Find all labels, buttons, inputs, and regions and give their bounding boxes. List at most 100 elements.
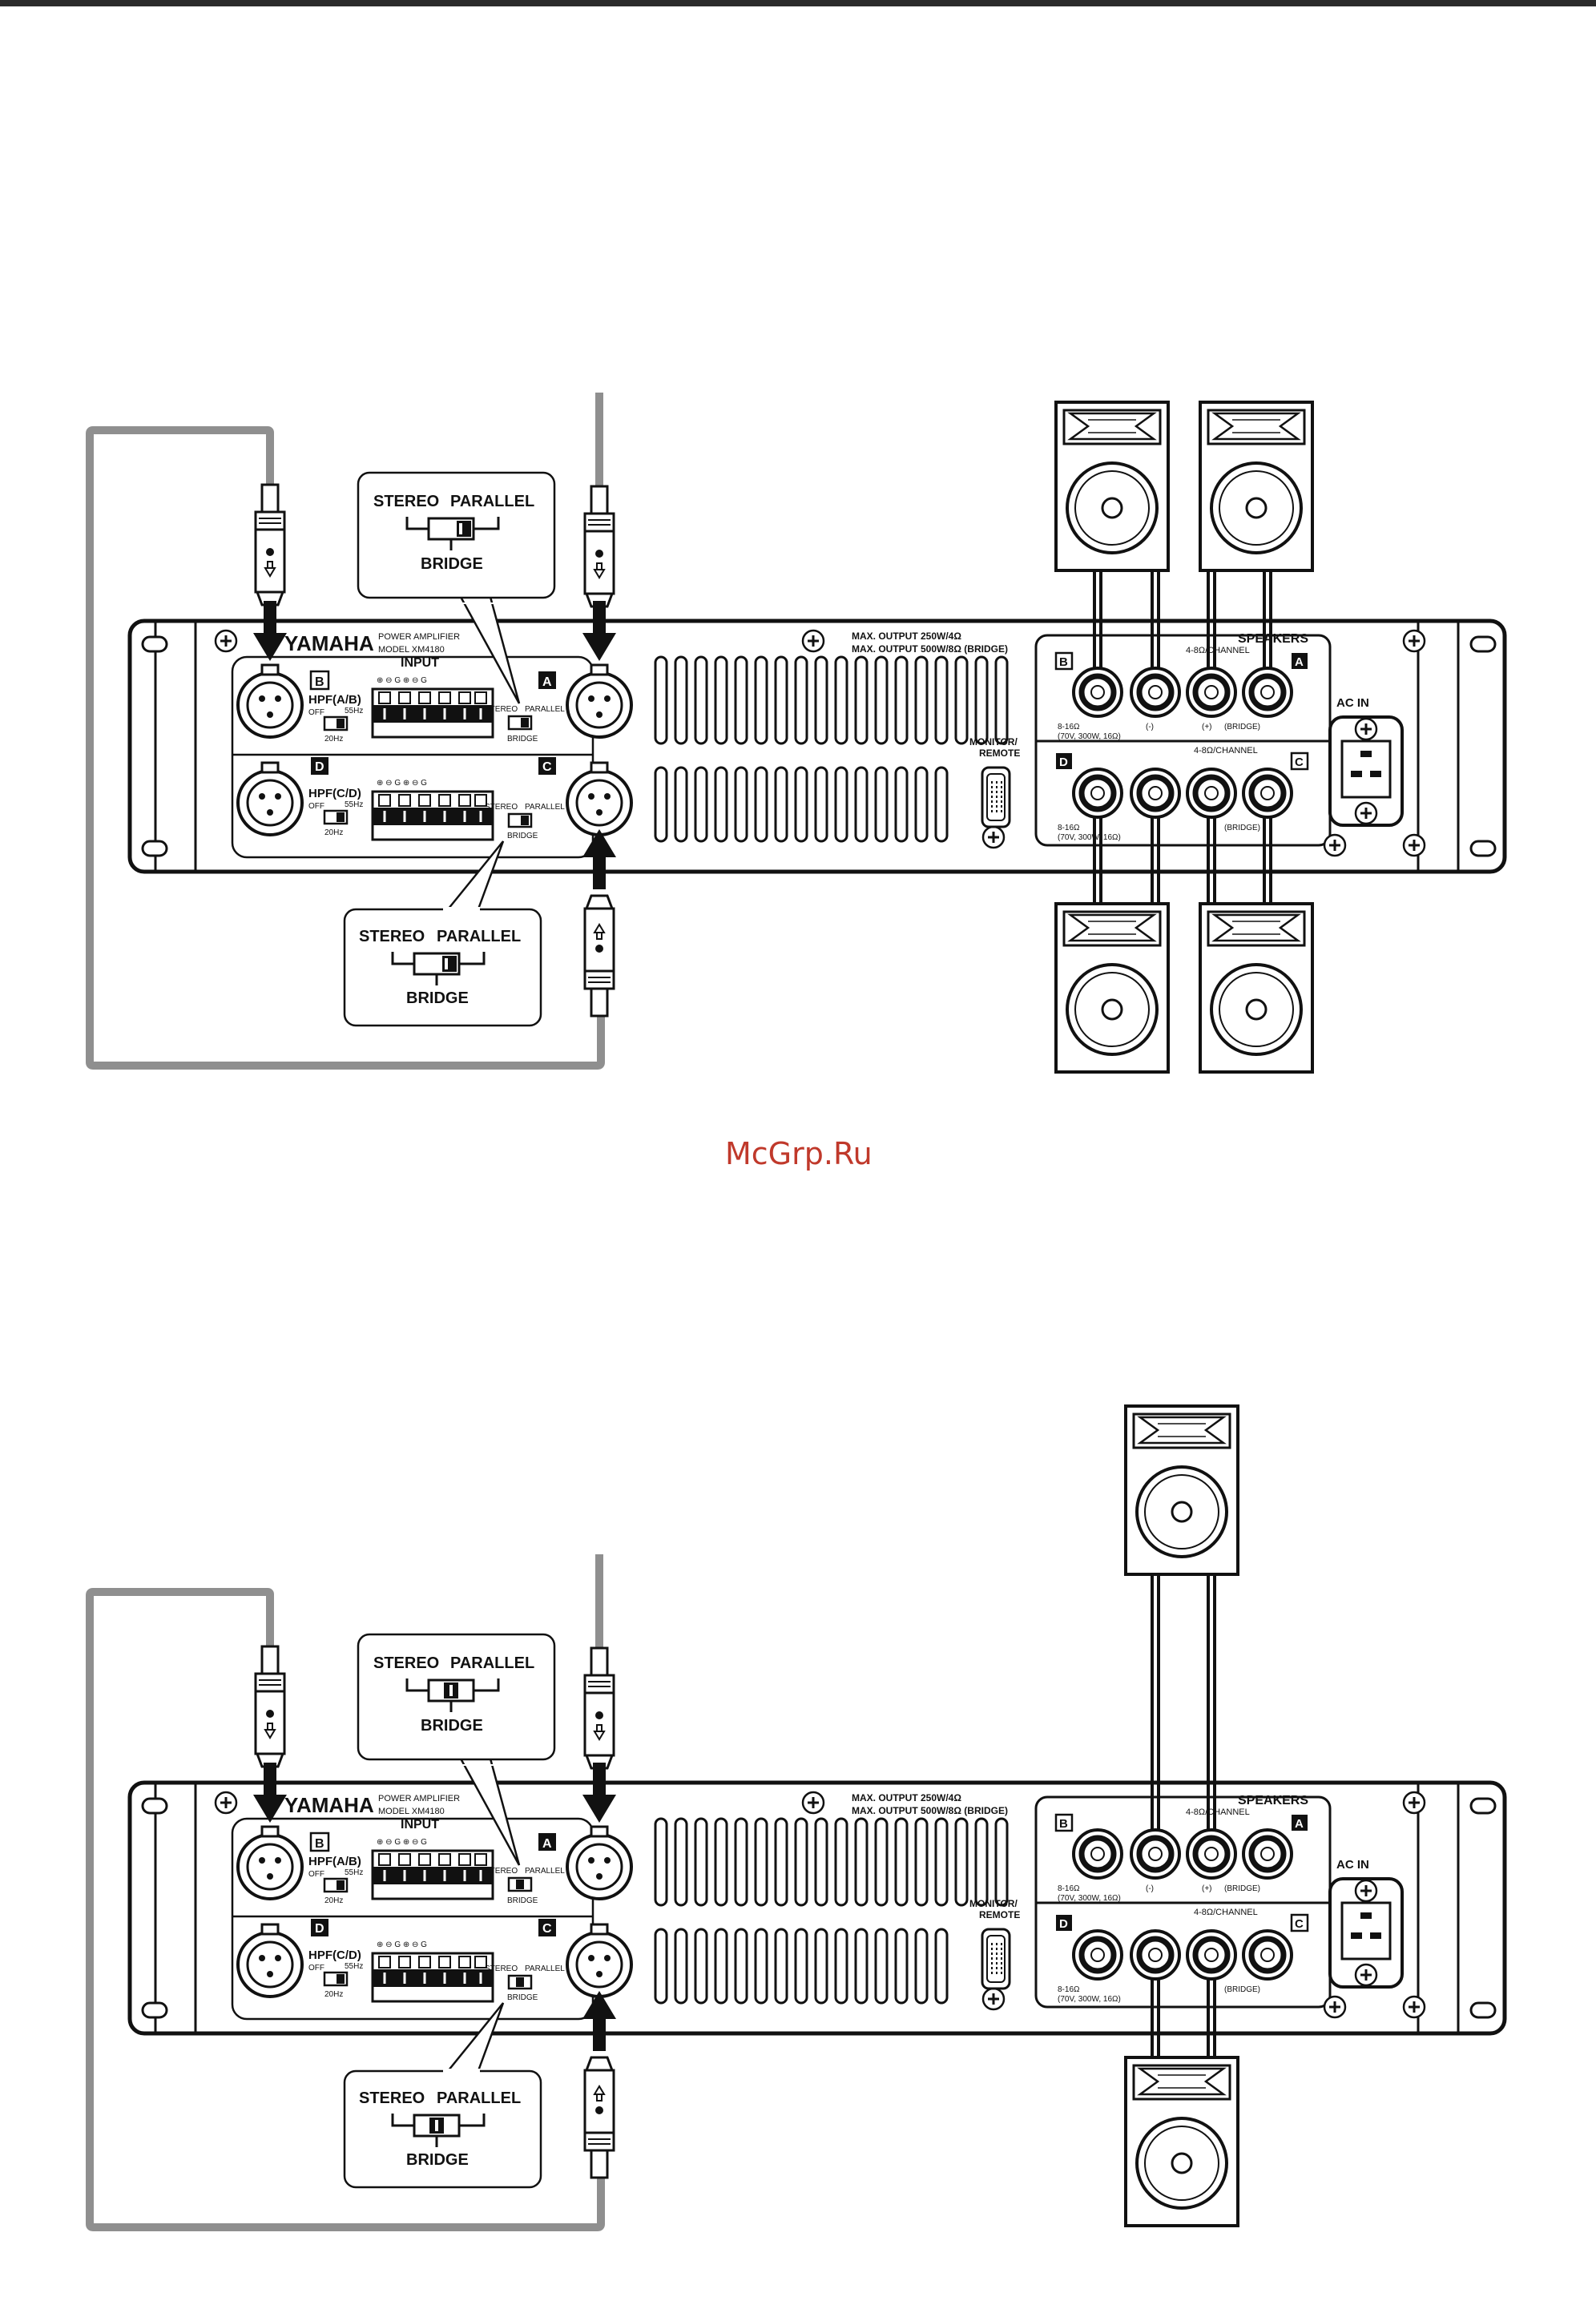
brand-logo-2: YAMAHA [284,1793,374,1817]
speakon-jack-d1-2[interactable] [1074,1931,1122,1979]
max-output-line2-2: MAX. OUTPUT 500W/8Ω (BRIDGE) [852,1805,1008,1816]
spk-channel-d-label-2: D [1059,1917,1068,1931]
speaker-cabinet-4 [1199,902,1314,1074]
spk-bridge-bottom: (BRIDGE) [1224,824,1260,832]
hpf-cd-switch[interactable] [323,809,349,825]
mode-parallel-bottom: PARALLEL [525,803,565,812]
speakon-jack-c2[interactable] [1243,769,1292,817]
hpf-cd-off: OFF [308,802,324,811]
callout-bottom-parallel: PARALLEL [437,928,521,945]
terminal-pins-bottom: ⊕ ⊖ G ⊕ ⊖ G [377,779,427,788]
speakon-jack-a2-2[interactable] [1243,1830,1292,1878]
hpf-cd-20: 20Hz [324,828,343,837]
speaker-cabinet-6 [1124,2056,1239,2227]
spk-channel-b-label: B [1059,655,1068,669]
hpf-cd-20-2: 20Hz [324,1990,343,1999]
hpf-ab-55: 55Hz [345,707,363,715]
callout-top-switch [427,517,475,541]
xlr-plug-a [583,485,615,608]
spk-bridge-top-2: (BRIDGE) [1224,1884,1260,1893]
arrow-into-a [582,601,616,661]
speakon-jack-d2[interactable] [1131,769,1179,817]
mode-bridge-bottom-2: BRIDGE [507,1993,538,2002]
monitor-remote-label2-2: REMOTE [979,1909,1020,1920]
callout-top-switch-2 [427,1678,475,1703]
speakon-jack-c1-2[interactable] [1187,1931,1235,1979]
terminal-block-cd[interactable] [371,790,494,841]
hpf-ab-55-2: 55Hz [345,1868,363,1877]
channel-c-box [538,757,556,775]
hpf-ab-switch[interactable] [323,715,349,731]
ac-inlet-2[interactable] [1328,1877,1404,1989]
hpf-cd-switch-2[interactable] [323,1971,349,1987]
mode-stereo-bottom-2: STEREO [485,1965,518,1973]
mode-switch-ab-2[interactable] [507,1876,533,1892]
model-line1-2: POWER AMPLIFIER [378,1794,460,1803]
speakon-jack-c2-2[interactable] [1243,1931,1292,1979]
ac-inlet[interactable] [1328,715,1404,827]
terminal-block-cd-2[interactable] [371,1952,494,2003]
spk-minus-top: (-) [1146,723,1154,731]
ac-in-label-2: AC IN [1336,1858,1369,1872]
spk-minus-top-2: (-) [1146,1884,1154,1893]
hpf-ab-label-2: HPF(A/B) [308,1855,361,1868]
monitor-remote-port-2[interactable] [981,1928,1011,1990]
speaker-cables-bridge [1151,1566,1216,2057]
speakon-jack-a2[interactable] [1243,668,1292,716]
spk-plus-top: (+) [1202,723,1212,731]
model-line1: POWER AMPLIFIER [378,632,460,642]
channel-b-label-2: B [315,1837,324,1851]
arrow-into-a-2 [582,1763,616,1823]
spk-note-top1: 8-16Ω [1058,723,1080,731]
callout-top-bridge-2: BRIDGE [421,1717,483,1735]
speakon-jack-d1[interactable] [1074,769,1122,817]
hpf-cd-label-2: HPF(C/D) [308,1948,361,1962]
terminal-pins-bottom-2: ⊕ ⊖ G ⊕ ⊖ G [377,1940,427,1949]
spk-note-bottom1-2: 8-16Ω [1058,1985,1080,1994]
callout-bottom-switch [413,952,461,976]
terminal-block-ab[interactable] [371,687,494,739]
terminal-block-ab-2[interactable] [371,1849,494,1900]
xlr-plug-b-2 [254,1645,286,1768]
max-output-line1-2: MAX. OUTPUT 250W/4Ω [852,1792,961,1803]
mode-stereo-top-2: STEREO [485,1867,518,1876]
speakon-jack-c1[interactable] [1187,769,1235,817]
arrow-into-c-2 [582,1991,616,2051]
xlr-plug-c [583,894,615,1018]
channel-a-label: A [542,675,552,689]
impedance-top: 4-8Ω/CHANNEL [1186,646,1250,655]
mode-bridge-bottom: BRIDGE [507,832,538,840]
speaker-cabinet-3 [1054,902,1170,1074]
speakon-jack-a1-2[interactable] [1187,1830,1235,1878]
spk-channel-b-box [1054,651,1074,671]
mode-switch-ab[interactable] [507,715,533,731]
mode-switch-cd-2[interactable] [507,1974,533,1990]
hpf-ab-20: 20Hz [324,735,343,743]
spk-note-bottom2: (70V, 300W, 16Ω) [1058,833,1121,842]
mode-switch-cd[interactable] [507,812,533,828]
callout-top-bridge: BRIDGE [421,555,483,573]
callout-top-parallel-2: PARALLEL [450,1654,534,1672]
mode-stereo-top: STEREO [485,705,518,714]
spk-channel-a-box-2 [1292,1815,1308,1831]
brand-logo: YAMAHA [284,631,374,655]
channel-c-label: C [542,760,552,774]
speakon-jack-a1[interactable] [1187,668,1235,716]
channel-a-box-2 [538,1833,556,1851]
speakon-jack-d2-2[interactable] [1131,1931,1179,1979]
header-bar [0,0,1596,6]
speakers-label: SPEAKERS [1238,632,1308,646]
speakon-jack-b2[interactable] [1131,668,1179,716]
speakon-jack-b1-2[interactable] [1074,1830,1122,1878]
hpf-ab-switch-2[interactable] [323,1877,349,1893]
callout-top-stereo: STEREO [373,493,439,510]
spk-channel-b-label-2: B [1059,1817,1068,1831]
model-line2: MODEL XM4180 [378,645,445,655]
speakon-jack-b2-2[interactable] [1131,1830,1179,1878]
terminal-pins-top-2: ⊕ ⊖ G ⊕ ⊖ G [377,1838,427,1847]
impedance-bottom-2: 4-8Ω/CHANNEL [1194,1908,1258,1917]
callout-bottom-bridge-2: BRIDGE [406,2151,469,2169]
speakon-jack-b1[interactable] [1074,668,1122,716]
monitor-remote-port[interactable] [981,766,1011,828]
